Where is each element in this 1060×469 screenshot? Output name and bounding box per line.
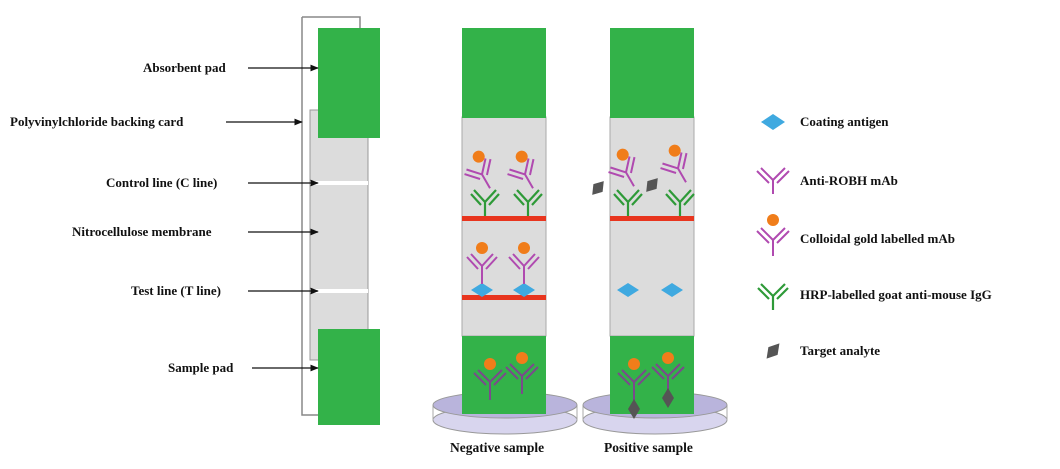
legend-label-anti-robh-mab: Anti-ROBH mAb [800,173,898,188]
igg-icon [665,189,695,216]
negative-strip: Negative sample [432,28,578,455]
target-analyte-icon [646,178,658,192]
gold-labelled-mab-icon [617,358,651,400]
positive-control-line [610,216,694,221]
negative-absorbent-pad [462,28,546,118]
gold-labelled-mab-icon [507,150,535,189]
coating-antigen-icon [617,283,639,297]
caption-negative-sample: Negative sample [450,440,544,455]
label-sample-pad: Sample pad [168,360,234,375]
gold-labelled-mab-icon [660,144,688,183]
structure-labels: Absorbent pad Polyvinylchloride backing … [10,60,319,375]
legend-label-hrp-goat-igg: HRP-labelled goat anti-mouse IgG [800,287,992,302]
igg-icon [613,189,643,216]
positive-sample-pad [610,336,694,414]
hrp-goat-igg-icon [757,283,789,310]
nitrocellulose-membrane [309,109,369,361]
anti-robh-mab-icon [756,167,790,194]
coating-antigen-icon [513,283,535,297]
label-control-line: Control line (C line) [106,175,217,190]
legend-label-gold-labelled-mab: Colloidal gold labelled mAb [800,231,955,246]
positive-strip: Positive sample [582,28,728,455]
gold-labelled-mab-icon [508,242,540,284]
target-analyte-icon [662,388,674,408]
gold-labelled-mab-icon [756,214,790,256]
label-membrane: Nitrocellulose membrane [72,224,212,239]
sample-pad [318,329,380,425]
target-analyte-icon [592,181,604,195]
igg-icon [513,189,543,216]
test-line [310,289,368,293]
negative-control-line [462,216,546,221]
gold-labelled-mab-icon [473,358,507,400]
control-line [310,181,368,185]
legend-label-coating-antigen: Coating antigen [800,114,889,129]
label-absorbent-pad: Absorbent pad [143,60,226,75]
coating-antigen-icon [761,114,785,130]
legend: Coating antigen Anti-ROBH mAb Colloidal … [756,114,992,359]
gold-labelled-mab-icon [505,352,539,394]
negative-membrane [461,116,547,337]
target-analyte-icon [628,399,640,419]
negative-test-line [462,295,546,300]
strip-structure [301,16,380,425]
gold-labelled-mab-icon [464,150,492,189]
gold-labelled-mab-icon [651,352,685,394]
legend-label-target-analyte: Target analyte [800,343,880,358]
coating-antigen-icon [471,283,493,297]
target-analyte-icon [766,343,780,359]
gold-labelled-mab-icon [466,242,498,284]
igg-icon [470,189,500,216]
coating-antigen-icon [661,283,683,297]
label-backing-card: Polyvinylchloride backing card [10,114,184,129]
label-test-line: Test line (T line) [131,283,221,298]
positive-absorbent-pad [610,28,694,118]
absorbent-pad [318,28,380,138]
gold-labelled-mab-icon [608,148,636,187]
caption-positive-sample: Positive sample [604,440,693,455]
